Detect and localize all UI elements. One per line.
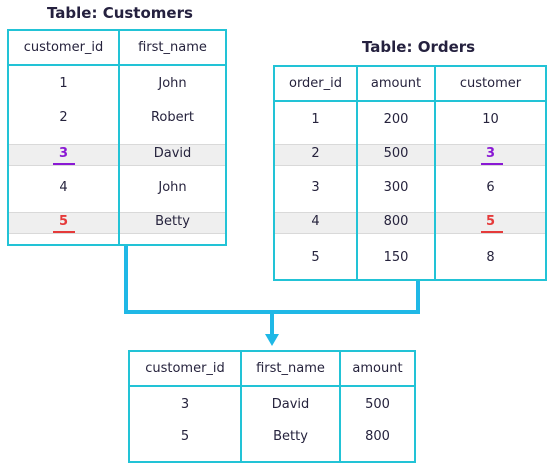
cell: 10 xyxy=(482,111,499,127)
cell: 150 xyxy=(383,249,409,265)
customers-table-title: Table: Customers xyxy=(47,4,193,22)
header-first-name: first_name xyxy=(120,31,225,66)
customers-table: customer_id 1 2 3 4 5 first_name John Ro… xyxy=(7,29,227,246)
header-first-name: first_name xyxy=(242,352,339,387)
column-customer: customer 10 3 6 5 8 xyxy=(434,67,545,279)
header-order-id: order_id xyxy=(275,67,356,102)
cell: 3 xyxy=(180,396,190,412)
cell: 800 xyxy=(383,213,409,229)
column-amount: amount 500 800 xyxy=(339,352,414,461)
cell: David xyxy=(271,396,310,412)
highlight-row xyxy=(9,144,225,166)
column-first-name: first_name David Betty xyxy=(240,352,339,461)
cell: 1 xyxy=(311,111,320,127)
column-amount: amount 200 500 300 800 150 xyxy=(356,67,434,279)
header-customer: customer xyxy=(436,67,545,102)
header-amount: amount xyxy=(341,352,414,387)
column-customer-id: customer_id 1 2 3 4 5 xyxy=(9,31,118,244)
connector-line-right xyxy=(416,281,420,312)
cell: 200 xyxy=(383,111,409,127)
cell: 1 xyxy=(59,75,68,91)
match-underline xyxy=(53,231,75,233)
highlight-row xyxy=(9,212,225,234)
arrow-down-icon xyxy=(265,334,279,346)
orders-table-title: Table: Orders xyxy=(362,38,476,56)
cell: 6 xyxy=(486,179,495,195)
cell-matched: 3 xyxy=(485,145,496,161)
cell: 4 xyxy=(59,179,68,195)
cell-matched: 5 xyxy=(485,213,496,229)
match-underline xyxy=(53,163,75,165)
match-underline xyxy=(481,231,503,233)
cell: 8 xyxy=(486,249,495,265)
highlight-row xyxy=(275,212,545,234)
cell: 500 xyxy=(383,145,409,161)
cell: Betty xyxy=(273,428,308,444)
connector-line-down xyxy=(270,310,274,338)
cell: Robert xyxy=(150,109,195,125)
header-customer-id: customer_id xyxy=(9,31,118,66)
column-first-name: first_name John Robert David John Betty xyxy=(118,31,225,244)
match-underline xyxy=(481,163,503,165)
cell-matched: 3 xyxy=(58,145,69,161)
header-amount: amount xyxy=(358,67,434,102)
connector-line-left xyxy=(124,246,128,312)
cell: 4 xyxy=(311,213,320,229)
cell: 2 xyxy=(59,109,68,125)
cell: 2 xyxy=(311,145,320,161)
cell: 5 xyxy=(311,249,320,265)
cell: 5 xyxy=(180,428,190,444)
cell: 3 xyxy=(311,179,320,195)
header-customer-id: customer_id xyxy=(130,352,240,387)
cell: John xyxy=(158,179,187,195)
cell: David xyxy=(153,145,192,161)
cell: 500 xyxy=(365,396,390,412)
orders-table: order_id 1 2 3 4 5 amount 200 500 300 80… xyxy=(273,65,547,281)
result-table: customer_id 3 5 first_name David Betty a… xyxy=(128,350,416,463)
cell: Betty xyxy=(155,213,190,229)
highlight-row xyxy=(275,144,545,166)
column-customer-id: customer_id 3 5 xyxy=(130,352,240,461)
cell-matched: 5 xyxy=(58,213,69,229)
column-order-id: order_id 1 2 3 4 5 xyxy=(275,67,356,279)
cell: John xyxy=(158,75,187,91)
cell: 300 xyxy=(383,179,409,195)
cell: 800 xyxy=(365,428,390,444)
